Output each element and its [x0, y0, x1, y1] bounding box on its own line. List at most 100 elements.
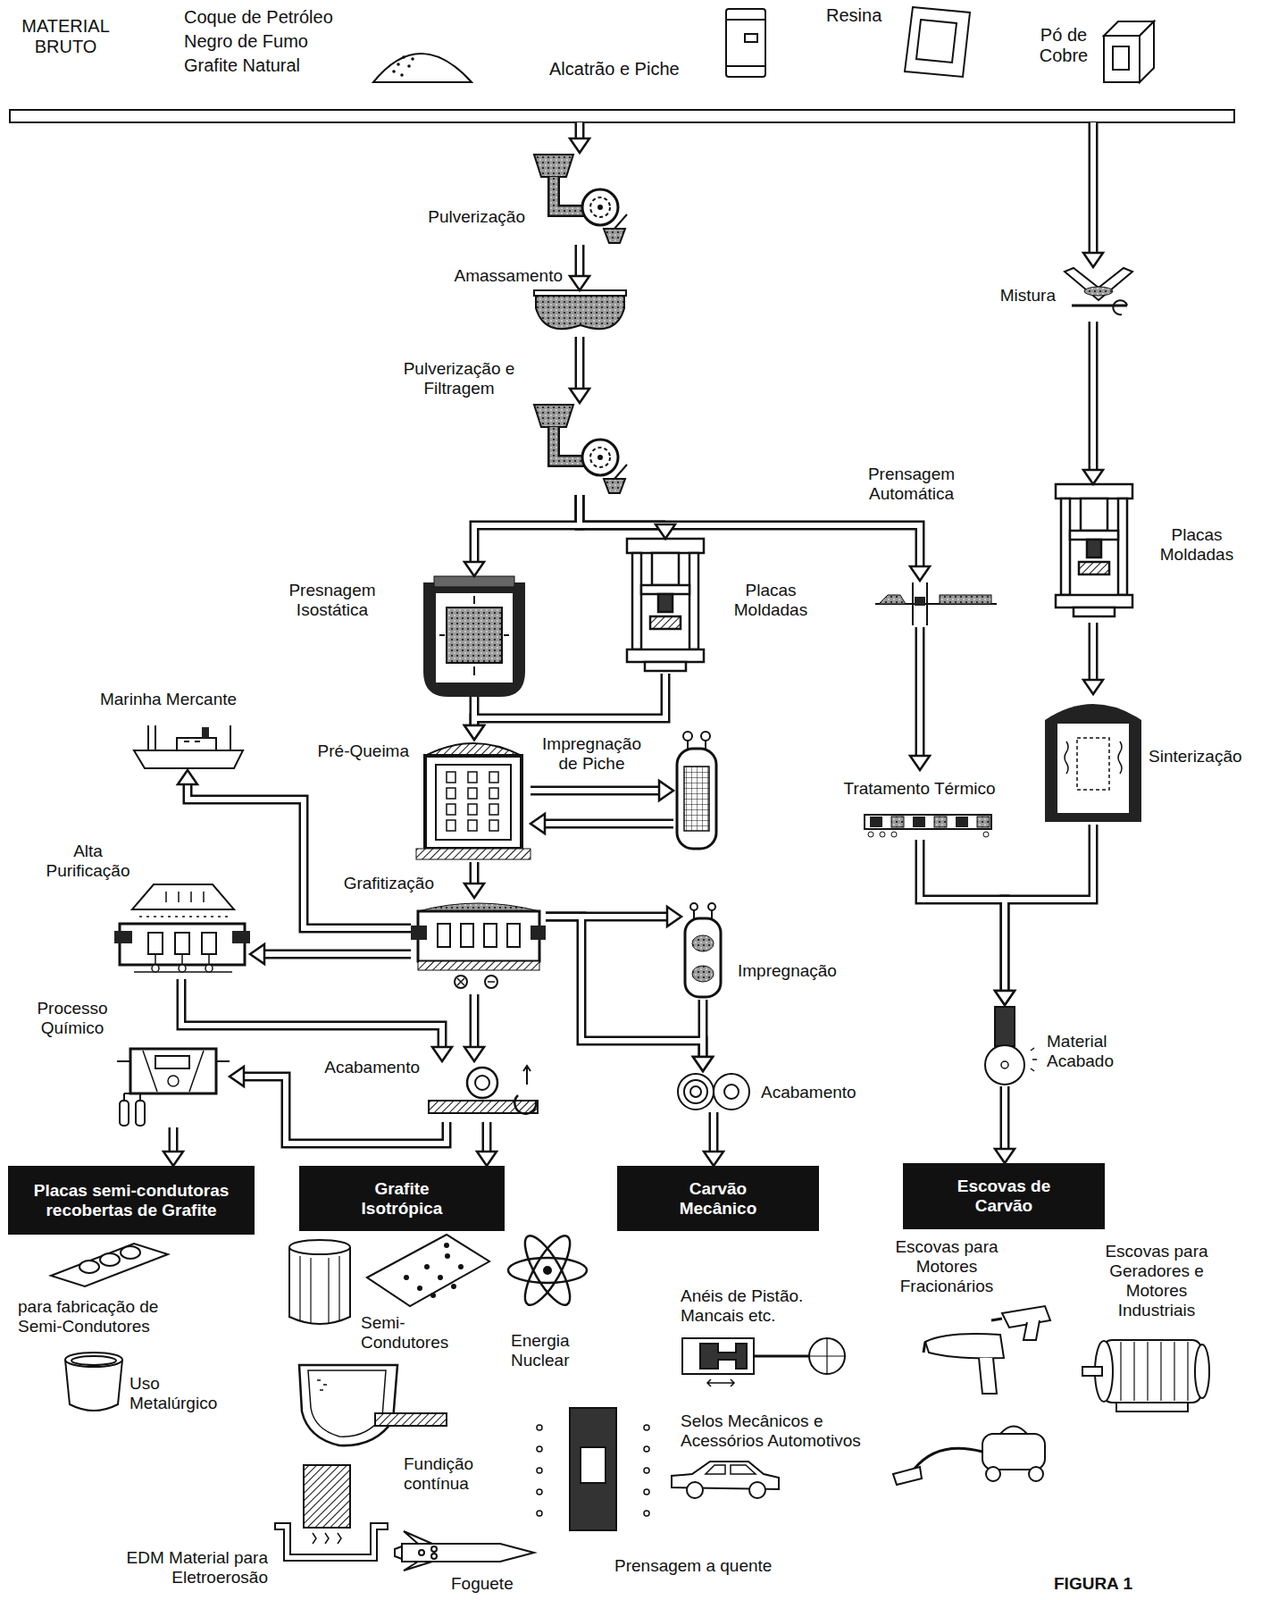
automatic-press-icon — [878, 594, 906, 604]
grinding-icon — [523, 1065, 531, 1085]
application-icons — [50, 1229, 1210, 1571]
isostatic-press-icon — [435, 593, 513, 683]
mixer-icon — [1084, 286, 1113, 296]
flow-arrow — [181, 978, 443, 1048]
application-icons — [1194, 1344, 1210, 1398]
arrow-head — [569, 275, 590, 291]
arrow-head — [1083, 469, 1103, 485]
application-icons — [71, 1355, 117, 1365]
product-name: Carvão Mecânico — [660, 1178, 777, 1219]
flow-arrow — [1000, 1086, 1011, 1150]
purification-furnace-icon — [151, 964, 213, 972]
application-icons — [643, 1445, 650, 1452]
flow-arrow — [263, 949, 411, 960]
raw-material-icons — [1103, 35, 1140, 83]
flow-arrow-inner — [484, 1121, 490, 1153]
application-icons — [923, 1341, 926, 1353]
application-icons — [809, 1337, 845, 1374]
furnace-icon — [425, 743, 522, 756]
application-icons — [120, 1245, 141, 1259]
isostatic-press-icon — [439, 595, 510, 676]
press-icon — [626, 538, 704, 671]
application-icons — [536, 1424, 543, 1430]
flow-arrow — [575, 336, 585, 390]
purification-furnace-icon — [114, 884, 251, 972]
flow-arrow — [579, 494, 920, 568]
application-icons — [982, 1433, 1045, 1470]
flow-arrow-inner — [170, 1127, 176, 1153]
conveyor-furnace-icon — [864, 814, 992, 837]
raw-material-icons — [373, 7, 1154, 83]
chemical-reactor-icon — [167, 1075, 179, 1087]
application-icons — [517, 1229, 578, 1311]
application-icons — [508, 1229, 587, 1311]
product-name: Escovas de Carvão — [945, 1176, 1062, 1216]
chemical-reactor-icon — [155, 1055, 190, 1069]
application-label: Fundição contínua — [403, 1453, 489, 1494]
application-icons — [517, 1229, 578, 1311]
arrow-head — [693, 1056, 713, 1071]
raw-material-icons — [904, 7, 970, 77]
rollers-icon — [690, 1086, 702, 1097]
application-icons — [403, 1530, 433, 1571]
conveyor-furnace-icon — [934, 816, 947, 828]
flow-arrow-inner — [543, 820, 674, 827]
flow-arrow — [168, 1127, 179, 1153]
conveyor-furnace-icon — [868, 831, 989, 837]
furnace-icon — [435, 764, 511, 840]
flow-arrow-inner — [917, 626, 923, 757]
raw-material-name: Grafite Natural — [183, 55, 301, 76]
connector-inner — [173, 122, 1094, 1153]
step-label: Prensagem Automática — [855, 464, 968, 504]
ship-icon — [183, 740, 201, 743]
step-label: Mistura — [975, 285, 1056, 306]
process-step: Material Acabado — [980, 1004, 1029, 1087]
furnace-icon — [467, 803, 477, 815]
application-icons — [991, 1318, 1003, 1321]
application-icons — [451, 1283, 457, 1289]
chemical-reactor-icon — [130, 1048, 217, 1094]
ship-icon — [148, 725, 231, 751]
flow-arrow-inner — [1002, 1086, 1008, 1150]
flow-arrow — [482, 1121, 493, 1153]
flow-arrow — [474, 494, 580, 563]
application-label: Uso Metalúrgico — [129, 1373, 228, 1413]
grinding-icon — [467, 1067, 498, 1098]
conveyor-furnace-icon — [983, 831, 989, 837]
process-step: Pulverização — [530, 152, 627, 245]
flow-arrow-inner — [474, 673, 666, 727]
process-step: Placas Moldadas — [1055, 484, 1133, 623]
furnace-icon — [446, 819, 456, 831]
arrow-head — [464, 1046, 485, 1062]
chemical-reactor-icon — [116, 1048, 230, 1126]
product-name: Placas semi-condutoras recobertas de Gra… — [15, 1180, 248, 1220]
application-icons — [925, 1333, 1004, 1358]
product-box: Escovas de Carvão — [902, 1162, 1105, 1229]
application-icons — [914, 1447, 983, 1469]
carbon-brush-icon — [1001, 1061, 1009, 1069]
carbon-brush-icon — [985, 1006, 1037, 1085]
furnace-icon — [446, 771, 456, 783]
purification-furnace-icon — [232, 930, 251, 944]
process-step: Amassamento — [535, 290, 625, 337]
application-icons — [299, 1364, 398, 1446]
flow-arrow-inner — [1090, 622, 1096, 681]
application-icons — [536, 1467, 543, 1473]
flow-arrow-inner — [471, 861, 477, 885]
flow-arrow-inner — [545, 916, 703, 1058]
application-icons — [289, 1239, 351, 1254]
autoclave-icon — [687, 739, 706, 749]
process-step: Impregnação — [681, 902, 725, 1000]
flow-arrow-inner — [181, 978, 443, 1048]
raw-material-icons — [407, 64, 411, 68]
application-icons — [303, 1464, 351, 1528]
conveyor-furnace-icon — [891, 816, 904, 828]
raw-material-icons — [744, 33, 758, 42]
graphitization-furnace-icon — [410, 925, 427, 940]
autoclave-icon — [676, 731, 717, 849]
impregnation-vessel-icon — [685, 902, 721, 997]
flow-arrow — [1088, 622, 1099, 681]
automatic-press-icon — [875, 582, 997, 626]
flow-arrow-inner — [263, 951, 411, 957]
